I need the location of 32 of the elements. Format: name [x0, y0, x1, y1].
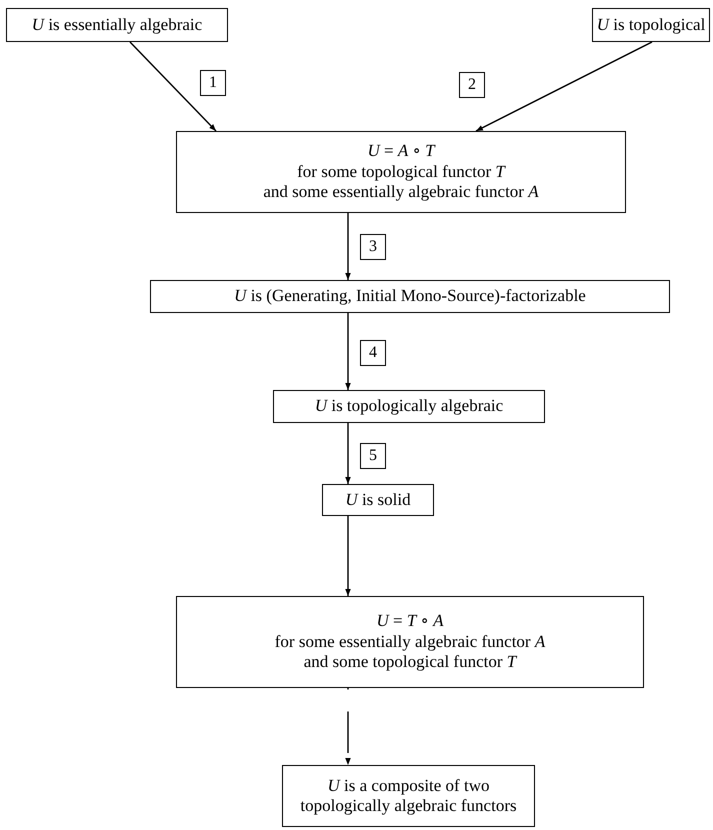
- statement-text: U is essentially algebraic: [32, 14, 202, 36]
- statement-text: U is a composite of two topologically algebraic functors: [299, 776, 518, 816]
- statement-box: [6, 8, 228, 42]
- formula-text: U = T ∘ A: [376, 611, 444, 632]
- statement-text: for some essentially algebraic functor A: [274, 632, 546, 652]
- step-number: 4: [360, 340, 386, 366]
- statement-box: [273, 390, 545, 423]
- statement-text: U is topologically algebraic: [314, 396, 504, 417]
- statement-text: and some topological functor T: [304, 652, 516, 673]
- step-number: 3: [360, 234, 386, 260]
- statement-box: [176, 596, 644, 688]
- formula-text: U = A ∘ T: [367, 141, 435, 162]
- step-number: 1: [200, 70, 226, 96]
- statement-box: [176, 131, 626, 213]
- statement-box: [322, 484, 434, 516]
- arrow: [345, 516, 351, 596]
- arrow: [345, 213, 351, 280]
- arrow: [345, 423, 351, 484]
- arrow: [476, 41, 652, 132]
- step-number: 5: [360, 443, 386, 469]
- statement-box: [592, 8, 710, 42]
- statement-text: U is (Generating, Initial Mono-Source)-factorizable: [234, 286, 586, 307]
- step-number: 2: [459, 72, 485, 98]
- arrow: [345, 313, 351, 390]
- statement-text: and some essentially algebraic functor A: [263, 182, 539, 203]
- statement-text: U is solid: [345, 490, 411, 510]
- arrow: [130, 42, 216, 132]
- arrow: [345, 688, 351, 765]
- statement-text: for some topological functor T: [297, 162, 505, 182]
- statement-box: [150, 280, 670, 313]
- statement-text: U is topological: [596, 14, 706, 36]
- statement-box: [282, 765, 535, 827]
